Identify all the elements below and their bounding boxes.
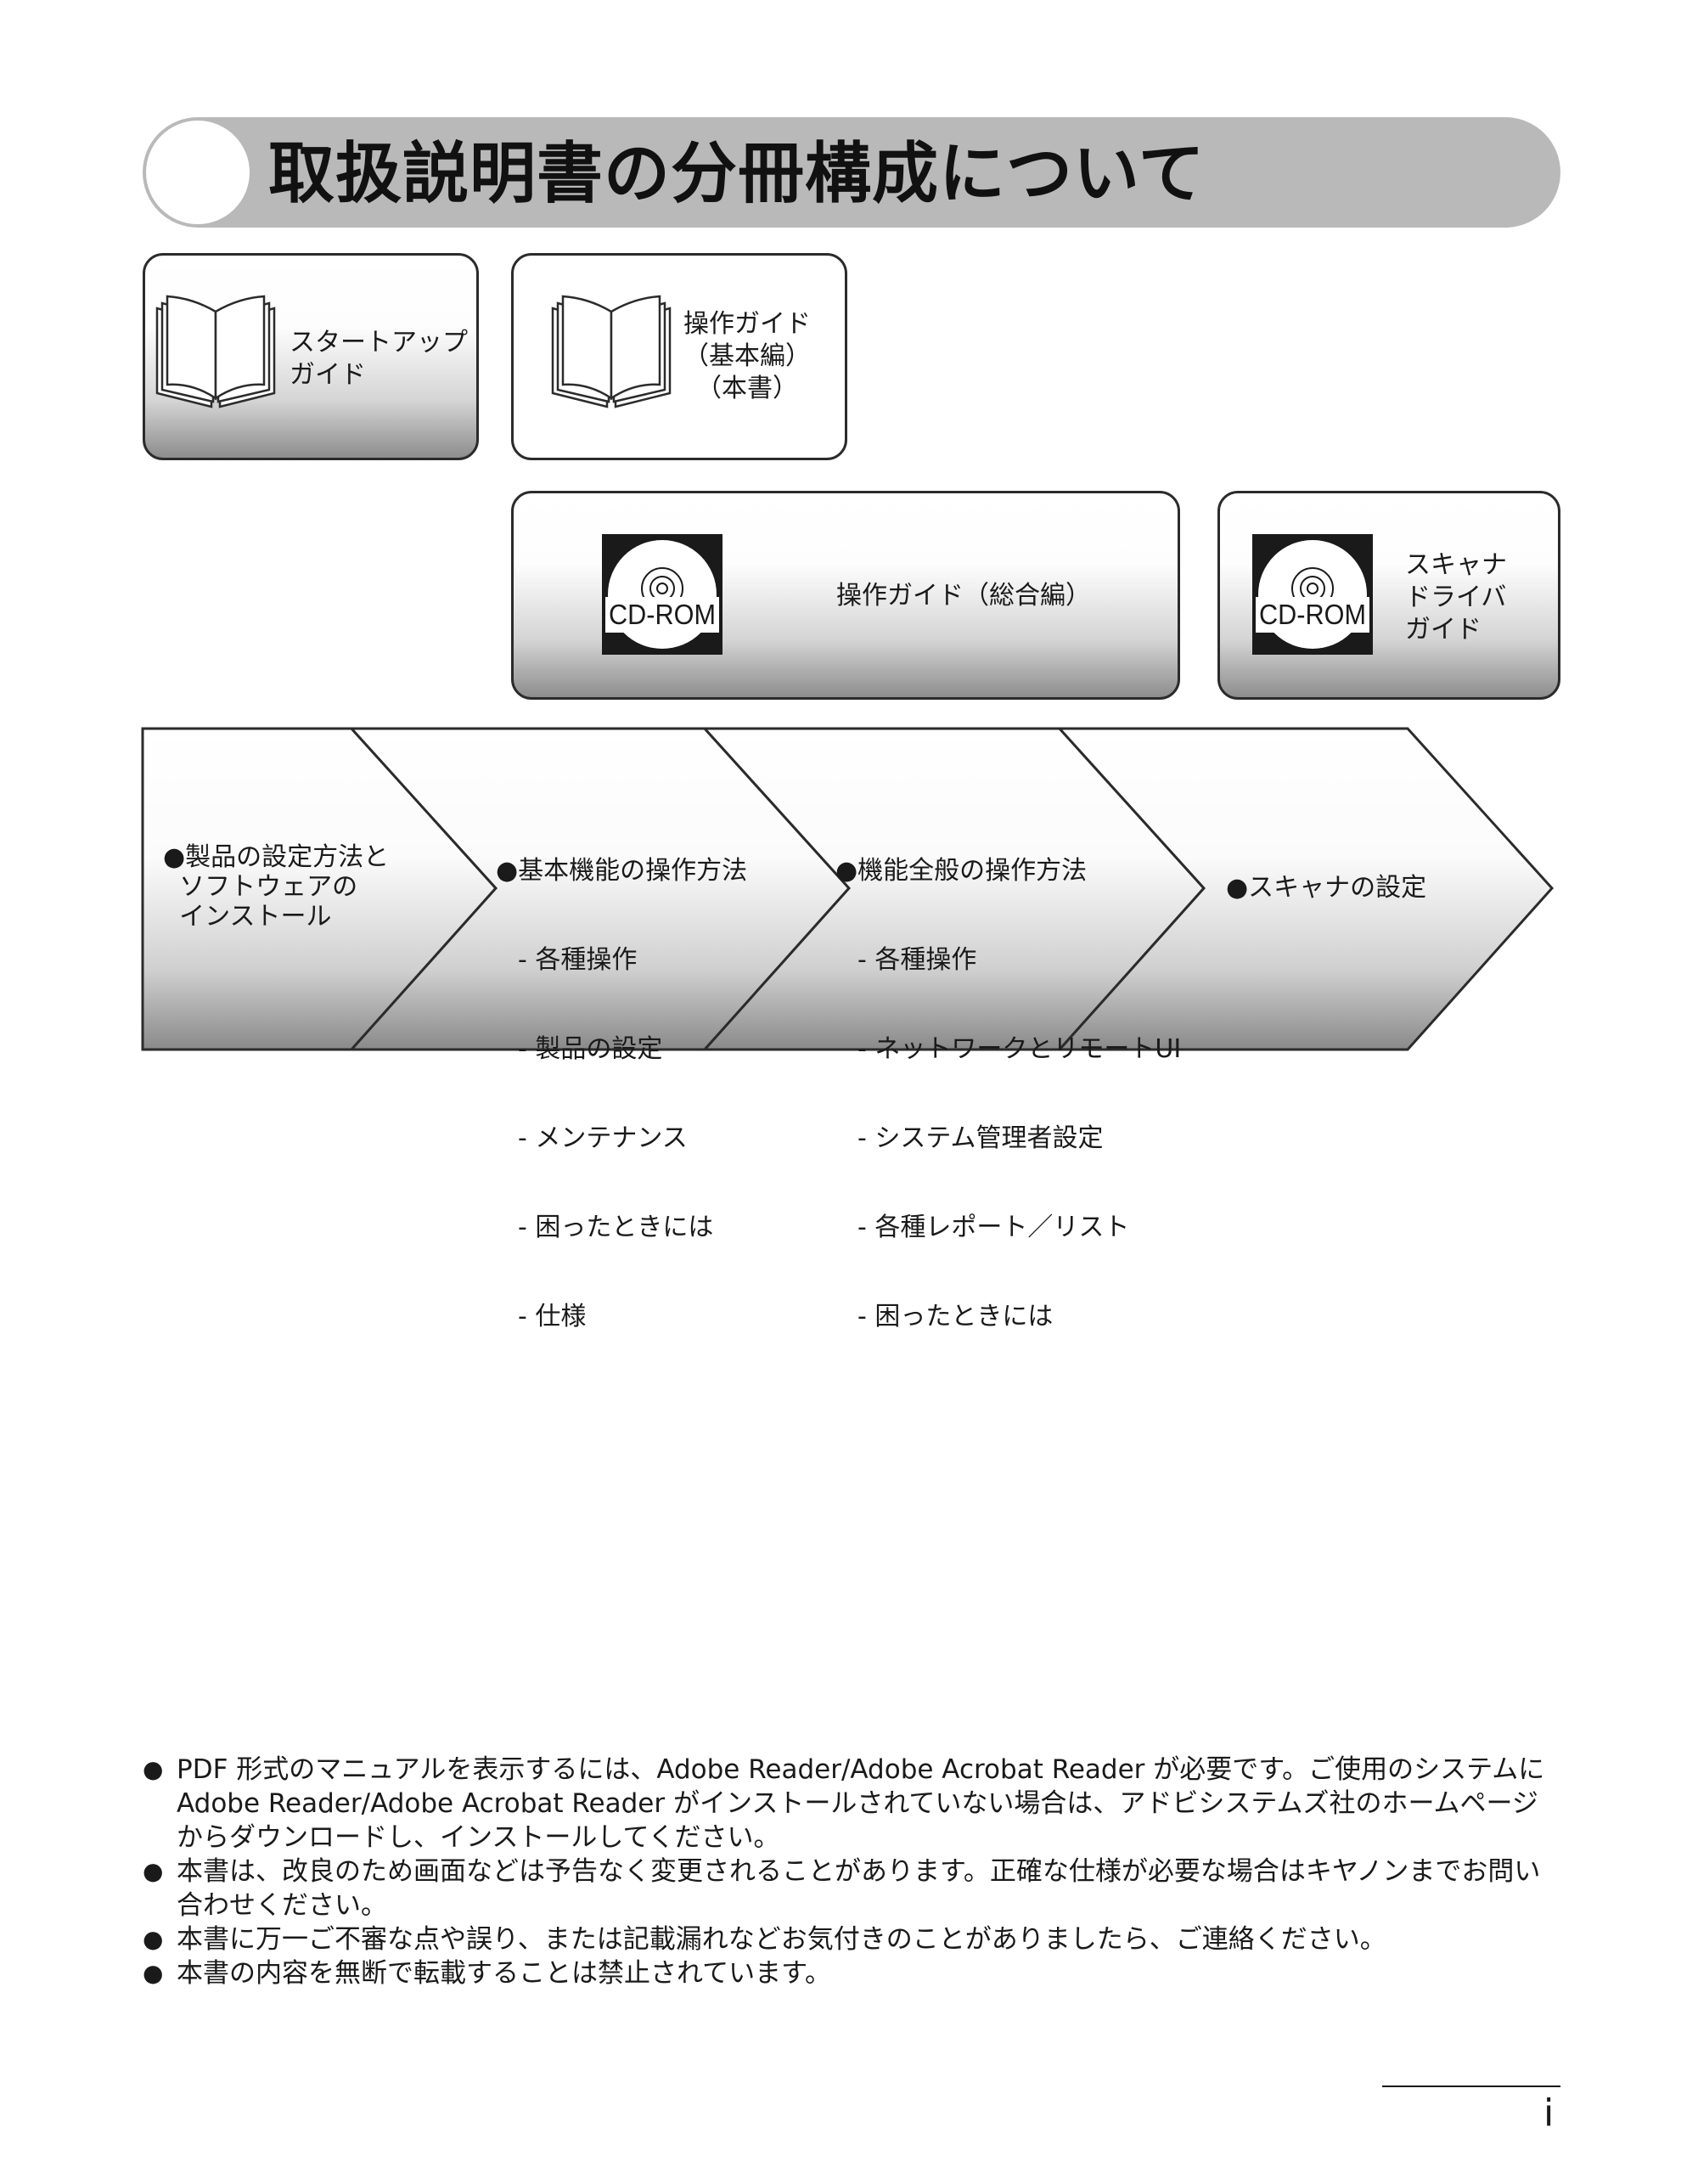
flow-step-2-item: - 各種操作 xyxy=(518,945,638,975)
flow-step-3-item: - ネットワークとリモートUI xyxy=(857,1034,1182,1064)
bullet-icon: ● xyxy=(143,1925,164,1953)
flow-step-3-heading: ●機能全般の操作方法 xyxy=(835,856,1088,886)
book-icon xyxy=(155,295,276,408)
notes-list: ● PDF 形式のマニュアルを表示するには、Adobe Reader/Adobe… xyxy=(143,1753,1562,1990)
title-banner xyxy=(143,117,1560,228)
cd-rom-text: CD-ROM xyxy=(609,599,716,630)
note-item: ● PDF 形式のマニュアルを表示するには、Adobe Reader/Adobe… xyxy=(143,1753,1562,1855)
cd-rom-icon: CD-ROM xyxy=(1252,534,1373,655)
title-circle-decoration xyxy=(146,121,250,224)
page-title: 取扱説明書の分冊構成について xyxy=(268,136,1206,212)
startup-guide-label: スタートアップ ガイド xyxy=(290,328,468,390)
flow-step-2-item: - 困ったときには xyxy=(518,1213,714,1242)
note-item: ● 本書に万一ご不審な点や誤り、または記載漏れなどお気付きのことがありましたら、… xyxy=(143,1922,1562,1956)
flow-step-2-item: - 仕様 xyxy=(518,1302,587,1331)
bullet-icon: ● xyxy=(143,1959,164,1987)
flow-chevrons xyxy=(141,727,1555,1051)
flow-step-2-heading: ●基本機能の操作方法 xyxy=(496,856,748,886)
flow-step-4 xyxy=(1056,727,1555,1051)
bullet-icon: ● xyxy=(143,1857,164,1885)
note-item: ● 本書の内容を無断で転載することは禁止されています。 xyxy=(143,1956,1562,1990)
flow-step-3-text: ●機能全般の操作方法 - 各種操作 - ネットワークとリモートUI - システム… xyxy=(835,796,1181,1391)
card-startup-guide: スタートアップ ガイド xyxy=(143,253,479,460)
book-icon xyxy=(551,295,672,408)
flow-step-2-text: ●基本機能の操作方法 - 各種操作 - 製品の設定 - メンテナンス - 困った… xyxy=(496,796,747,1391)
note-text: 本書の内容を無断で転載することは禁止されています。 xyxy=(177,1958,831,1989)
cd-rom-text: CD-ROM xyxy=(1259,599,1366,630)
page-number: i xyxy=(1543,2091,1555,2135)
flow-step-2-item: - メンテナンス xyxy=(518,1123,688,1153)
cd-rom-icon: CD-ROM xyxy=(602,534,722,655)
flow-step-3-item: - 各種レポート／リスト xyxy=(857,1213,1130,1242)
footer-rule xyxy=(1382,2085,1560,2087)
flow-step-3-item: - 困ったときには xyxy=(857,1302,1054,1331)
note-text: 本書は、改良のため画面などは予告なく変更されることがあります。正確な仕様が必要な… xyxy=(177,1856,1541,1921)
note-item: ● 本書は、改良のため画面などは予告なく変更されることがあります。正確な仕様が必… xyxy=(143,1855,1562,1922)
flow-step-3-item: - システム管理者設定 xyxy=(857,1123,1104,1153)
bullet-icon: ● xyxy=(143,1755,164,1783)
card-scanner-driver-guide: CD-ROM スキャナ ドライバ ガイド xyxy=(1217,491,1560,700)
card-comprehensive-operation-guide: CD-ROM 操作ガイド（総合編） xyxy=(511,491,1180,700)
flow-step-1-text: ●製品の設定方法と ソフトウェアの インストール xyxy=(163,842,390,932)
basic-operation-guide-label: 操作ガイド （基本編） （本書） xyxy=(683,309,811,403)
note-text: PDF 形式のマニュアルを表示するには、Adobe Reader/Adobe A… xyxy=(177,1754,1545,1853)
scanner-driver-guide-label: スキャナ ドライバ ガイド xyxy=(1405,550,1507,645)
comprehensive-operation-guide-label: 操作ガイド（総合編） xyxy=(836,581,1091,611)
flow-step-3-item: - 各種操作 xyxy=(857,945,977,975)
flow-step-4-text: ●スキャナの設定 xyxy=(1226,873,1427,903)
flow-step-2-item: - 製品の設定 xyxy=(518,1034,663,1064)
card-basic-operation-guide: 操作ガイド （基本編） （本書） xyxy=(511,253,847,460)
note-text: 本書に万一ご不審な点や誤り、または記載漏れなどお気付きのことがありましたら、ご連… xyxy=(177,1924,1386,1955)
